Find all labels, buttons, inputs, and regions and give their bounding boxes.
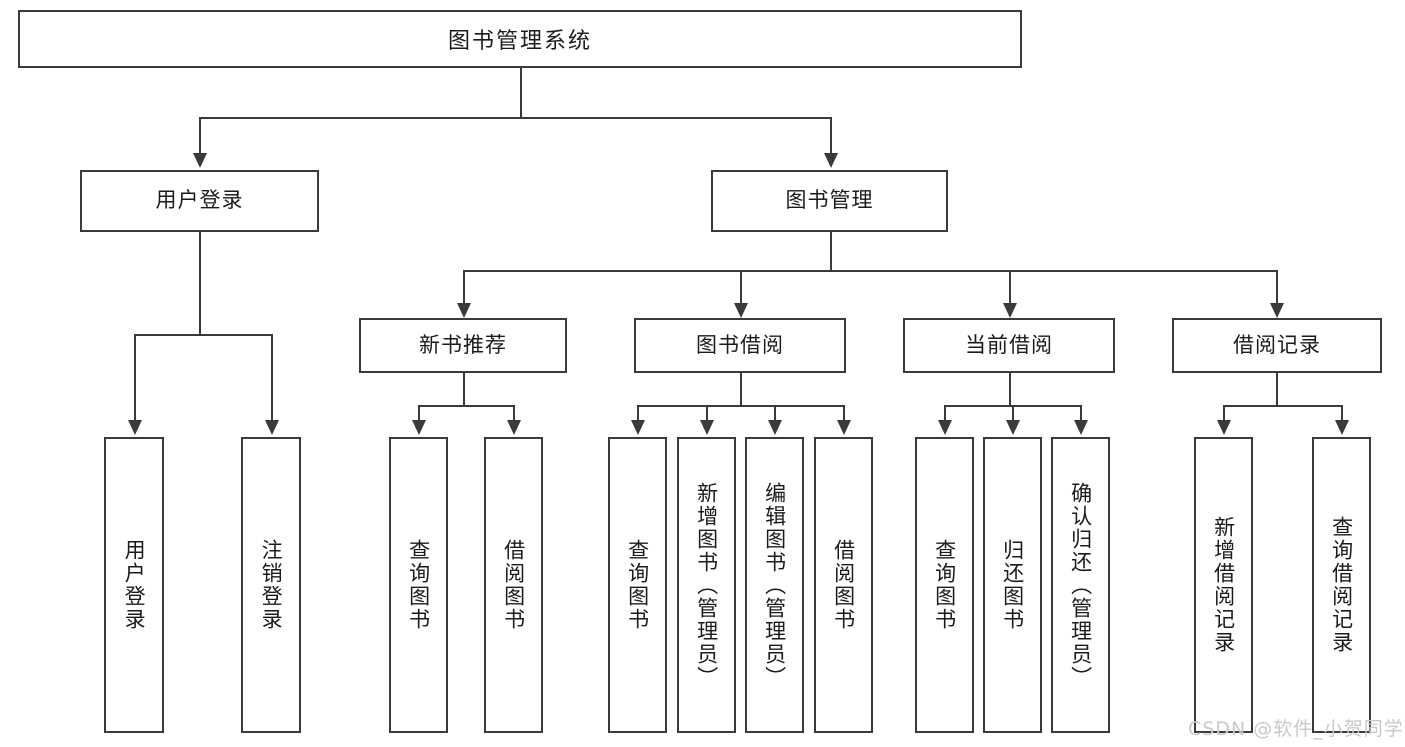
connector-new-book-bar (418, 405, 513, 407)
leaf-cb-query-book[interactable]: 查询图书 (915, 437, 974, 733)
connector-br-to-leaf-2 (1341, 405, 1343, 422)
node-book-borrow[interactable]: 图书借阅 (634, 318, 846, 373)
arrowhead-book-borrow (734, 303, 748, 318)
connector-new-book-to-leaf-1 (418, 405, 420, 422)
connector-book-borrow-bar (637, 405, 843, 407)
connector-borrow-record-bar (1223, 405, 1341, 407)
node-label: 借阅图书 (501, 539, 526, 631)
leaf-logout[interactable]: 注销登录 (241, 437, 301, 733)
connector-bm-to-book-borrow (740, 270, 742, 305)
connector-root-to-book-management (830, 117, 832, 155)
connector-bb-to-leaf-3 (774, 405, 776, 422)
node-current-borrow[interactable]: 当前借阅 (903, 318, 1115, 373)
leaf-nb-borrow-book[interactable]: 借阅图书 (484, 437, 543, 733)
connector-book-management-stem (830, 232, 832, 270)
arrowhead-bb-query-book (631, 420, 645, 435)
arrowhead-book-management (824, 153, 838, 168)
leaf-br-query-record[interactable]: 查询借阅记录 (1312, 437, 1371, 733)
connector-root-to-user-login (199, 117, 201, 155)
node-label: 图书管理 (785, 188, 874, 213)
arrowhead-nb-borrow-book (507, 420, 521, 435)
node-label: 用户登录 (155, 188, 244, 213)
leaf-cb-return-book[interactable]: 归还图书 (983, 437, 1042, 733)
arrowhead-bb-add-book (700, 420, 714, 435)
node-label: 确认归还（管理员） (1068, 481, 1093, 689)
arrowhead-bb-borrow-book (837, 420, 851, 435)
connector-book-borrow-stem (740, 373, 742, 405)
node-label: 当前借阅 (965, 332, 1053, 357)
connector-cb-to-leaf-3 (1080, 405, 1082, 422)
arrowhead-bb-edit-book (768, 420, 782, 435)
arrowhead-cb-return-book (1006, 420, 1020, 435)
node-label: 编辑图书（管理员） (762, 481, 787, 689)
connector-current-borrow-stem (1009, 373, 1011, 405)
leaf-bb-borrow-book[interactable]: 借阅图书 (814, 437, 873, 733)
node-label: 归还图书 (1000, 539, 1025, 631)
connector-br-to-leaf-1 (1223, 405, 1225, 422)
leaf-bb-query-book[interactable]: 查询图书 (608, 437, 667, 733)
connector-bm-to-current-borrow (1009, 270, 1011, 305)
arrowhead-br-add-record (1217, 420, 1231, 435)
arrowhead-nb-query-book (412, 420, 426, 435)
node-label: 注销登录 (259, 539, 284, 631)
node-root-book-management-system[interactable]: 图书管理系统 (18, 10, 1022, 68)
node-label: 用户登录 (122, 539, 147, 631)
connector-bb-to-leaf-1 (637, 405, 639, 422)
node-new-book-recommend[interactable]: 新书推荐 (359, 318, 567, 373)
leaf-bb-edit-book[interactable]: 编辑图书（管理员） (745, 437, 804, 733)
connector-bb-to-leaf-4 (843, 405, 845, 422)
connector-user-login-to-leaf-2 (271, 334, 273, 422)
arrowhead-leaf-logout (265, 420, 279, 435)
node-label: 图书借阅 (696, 332, 784, 357)
arrowhead-current-borrow (1003, 303, 1017, 318)
node-label: 新书推荐 (419, 332, 507, 357)
arrowhead-cb-confirm-return (1074, 420, 1088, 435)
connector-book-management-bar (463, 270, 1276, 272)
arrowhead-borrow-record (1270, 303, 1284, 318)
arrowhead-leaf-user-login (128, 420, 142, 435)
leaf-bb-add-book[interactable]: 新增图书（管理员） (677, 437, 736, 733)
node-label: 借阅记录 (1233, 332, 1321, 357)
node-book-management[interactable]: 图书管理 (711, 170, 948, 232)
connector-cb-to-leaf-1 (944, 405, 946, 422)
connector-borrow-record-stem (1276, 373, 1278, 405)
leaf-br-add-record[interactable]: 新增借阅记录 (1194, 437, 1253, 733)
node-label: 查询图书 (406, 539, 431, 631)
connector-new-book-to-leaf-2 (513, 405, 515, 422)
connector-cb-to-leaf-2 (1012, 405, 1014, 422)
connector-root-stem (520, 68, 522, 117)
leaf-user-login[interactable]: 用户登录 (104, 437, 164, 733)
node-label: 查询图书 (932, 539, 957, 631)
node-label: 新增图书（管理员） (694, 481, 719, 689)
connector-user-login-stem (199, 232, 201, 334)
connector-user-login-to-leaf-1 (134, 334, 136, 422)
node-borrow-record[interactable]: 借阅记录 (1172, 318, 1382, 373)
connector-root-bar (199, 117, 830, 119)
node-label: 新增借阅记录 (1211, 516, 1236, 654)
arrowhead-user-login (193, 153, 207, 168)
node-label: 查询借阅记录 (1329, 516, 1354, 654)
arrowhead-br-query-record (1335, 420, 1349, 435)
connector-user-login-bar (134, 334, 271, 336)
arrowhead-cb-query-book (938, 420, 952, 435)
leaf-cb-confirm-return[interactable]: 确认归还（管理员） (1051, 437, 1110, 733)
connector-new-book-stem (463, 373, 465, 405)
connector-bb-to-leaf-2 (706, 405, 708, 422)
leaf-nb-query-book[interactable]: 查询图书 (389, 437, 448, 733)
node-label: 图书管理系统 (447, 29, 592, 54)
node-user-login[interactable]: 用户登录 (80, 170, 319, 232)
connector-bm-to-new-book (463, 270, 465, 305)
node-label: 查询图书 (625, 539, 650, 631)
node-label: 借阅图书 (831, 539, 856, 631)
arrowhead-new-book-recommend (457, 303, 471, 318)
connector-bm-to-borrow-record (1276, 270, 1278, 305)
